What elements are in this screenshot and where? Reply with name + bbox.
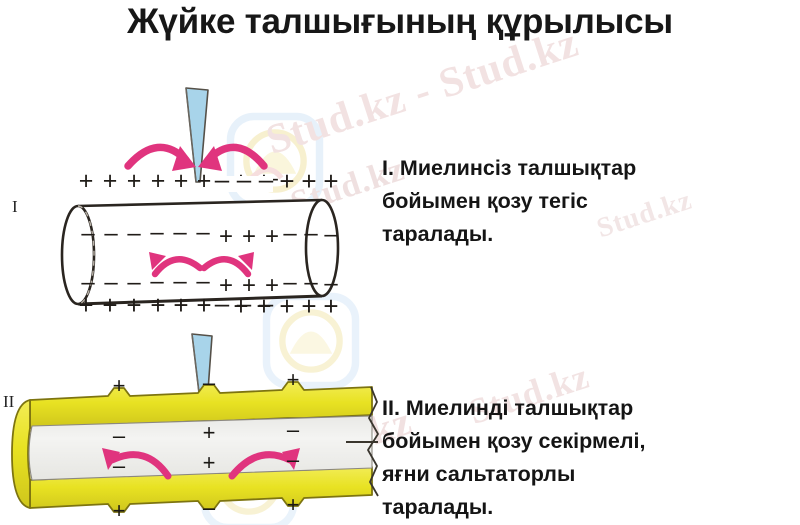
svg-text:+: + [301, 291, 316, 321]
svg-text:+: + [233, 291, 248, 321]
svg-text:–: – [215, 288, 230, 318]
svg-text:+: + [219, 223, 233, 250]
svg-text:–: – [283, 220, 297, 247]
svg-text:–: – [173, 268, 187, 295]
svg-text:–: – [215, 164, 230, 194]
svg-text:+: + [301, 166, 316, 196]
caption-myelinated: II. Миелинді талшықтар бойымен қозу секі… [382, 396, 646, 519]
svg-text:–: – [304, 220, 318, 247]
svg-text:–: – [196, 219, 210, 246]
svg-text:+: + [256, 291, 271, 321]
svg-text:–: – [237, 164, 252, 194]
charge-outer-top-minus: ––– [213, 164, 274, 194]
svg-text:+: + [174, 167, 189, 195]
svg-text:+: + [323, 291, 338, 321]
svg-text:+: + [173, 290, 188, 320]
svg-text:–: – [324, 270, 338, 297]
fiber-cut-edge [346, 386, 379, 497]
svg-text:+: + [127, 167, 142, 195]
caption-unmyelinated: I. Миелинсіз талшықтар бойымен қозу тегі… [382, 156, 637, 246]
charge-inner-bottom-right-minus: ––– [283, 269, 338, 297]
svg-text:–: – [104, 220, 118, 247]
charge-node-right-outer-top: + [287, 367, 300, 392]
svg-text:+: + [196, 290, 211, 320]
charge-node-center-outer-top: – [203, 370, 216, 395]
svg-text:–: – [150, 268, 164, 295]
svg-text:–: – [259, 164, 274, 194]
svg-text:+: + [323, 166, 338, 196]
svg-text:+: + [150, 290, 165, 320]
svg-text:–: – [237, 288, 252, 318]
svg-text:–: – [127, 220, 141, 247]
svg-text:+: + [151, 167, 166, 195]
charge-node-left-inner-bottom: – [113, 453, 126, 478]
svg-text:–: – [104, 269, 118, 296]
charge-row-inner-top: ––– ––– +++ [81, 219, 279, 250]
svg-text:+: + [279, 166, 294, 196]
svg-text:–: – [127, 269, 141, 296]
svg-text:–: – [304, 269, 318, 296]
charge-node-center-outer-bottom: – [203, 495, 216, 520]
charge-row-inner-bottom: ––– ––– +++ [81, 268, 279, 299]
charge-node-right-inner-top: – [287, 417, 300, 442]
charge-node-center-inner-bottom: + [203, 450, 216, 475]
svg-text:–: – [150, 219, 164, 246]
svg-text:–: – [196, 268, 210, 295]
svg-text:+: + [242, 272, 256, 299]
charge-node-right-outer-bottom: + [287, 492, 300, 517]
charge-row-outer-bottom: + + + + + + [78, 290, 211, 320]
svg-text:+: + [79, 167, 94, 195]
figure-label-two: II [3, 392, 15, 411]
figure-label-one: I [12, 197, 18, 216]
svg-text:+: + [242, 223, 256, 250]
charge-node-right-inner-bottom: – [287, 447, 300, 472]
charge-inner-top-right-minus: ––– [283, 220, 338, 248]
svg-text:+: + [197, 167, 212, 195]
svg-text:–: – [81, 220, 95, 247]
svg-text:+: + [279, 291, 294, 321]
charge-node-left-outer-bottom: + [113, 498, 126, 523]
svg-text:+: + [78, 290, 93, 320]
svg-text:+: + [219, 272, 233, 299]
svg-text:+: + [126, 290, 141, 320]
svg-text:–: – [283, 269, 297, 296]
page-title: Жүйке талшығының құрылысы [127, 2, 673, 41]
unmyelinated-charge-overlay: +++ ++ ––– ––– ––– ––– +++ ++ [0, 78, 380, 321]
svg-text:–: – [81, 269, 95, 296]
charge-node-center-inner-top: + [203, 420, 216, 445]
current-flow-arrows-inner [149, 252, 254, 278]
svg-text:+: + [102, 290, 117, 320]
myelinated-nerve-fiber-diagram: + – – + – + + – + – – + [0, 330, 390, 525]
svg-text:+: + [265, 223, 279, 250]
svg-text:+: + [265, 272, 279, 299]
charge-node-left-inner-top: – [113, 423, 126, 448]
charge-node-left-outer-top: + [113, 373, 126, 398]
svg-text:–: – [324, 221, 338, 248]
svg-text:–: – [173, 219, 187, 246]
svg-text:+: + [103, 167, 118, 195]
